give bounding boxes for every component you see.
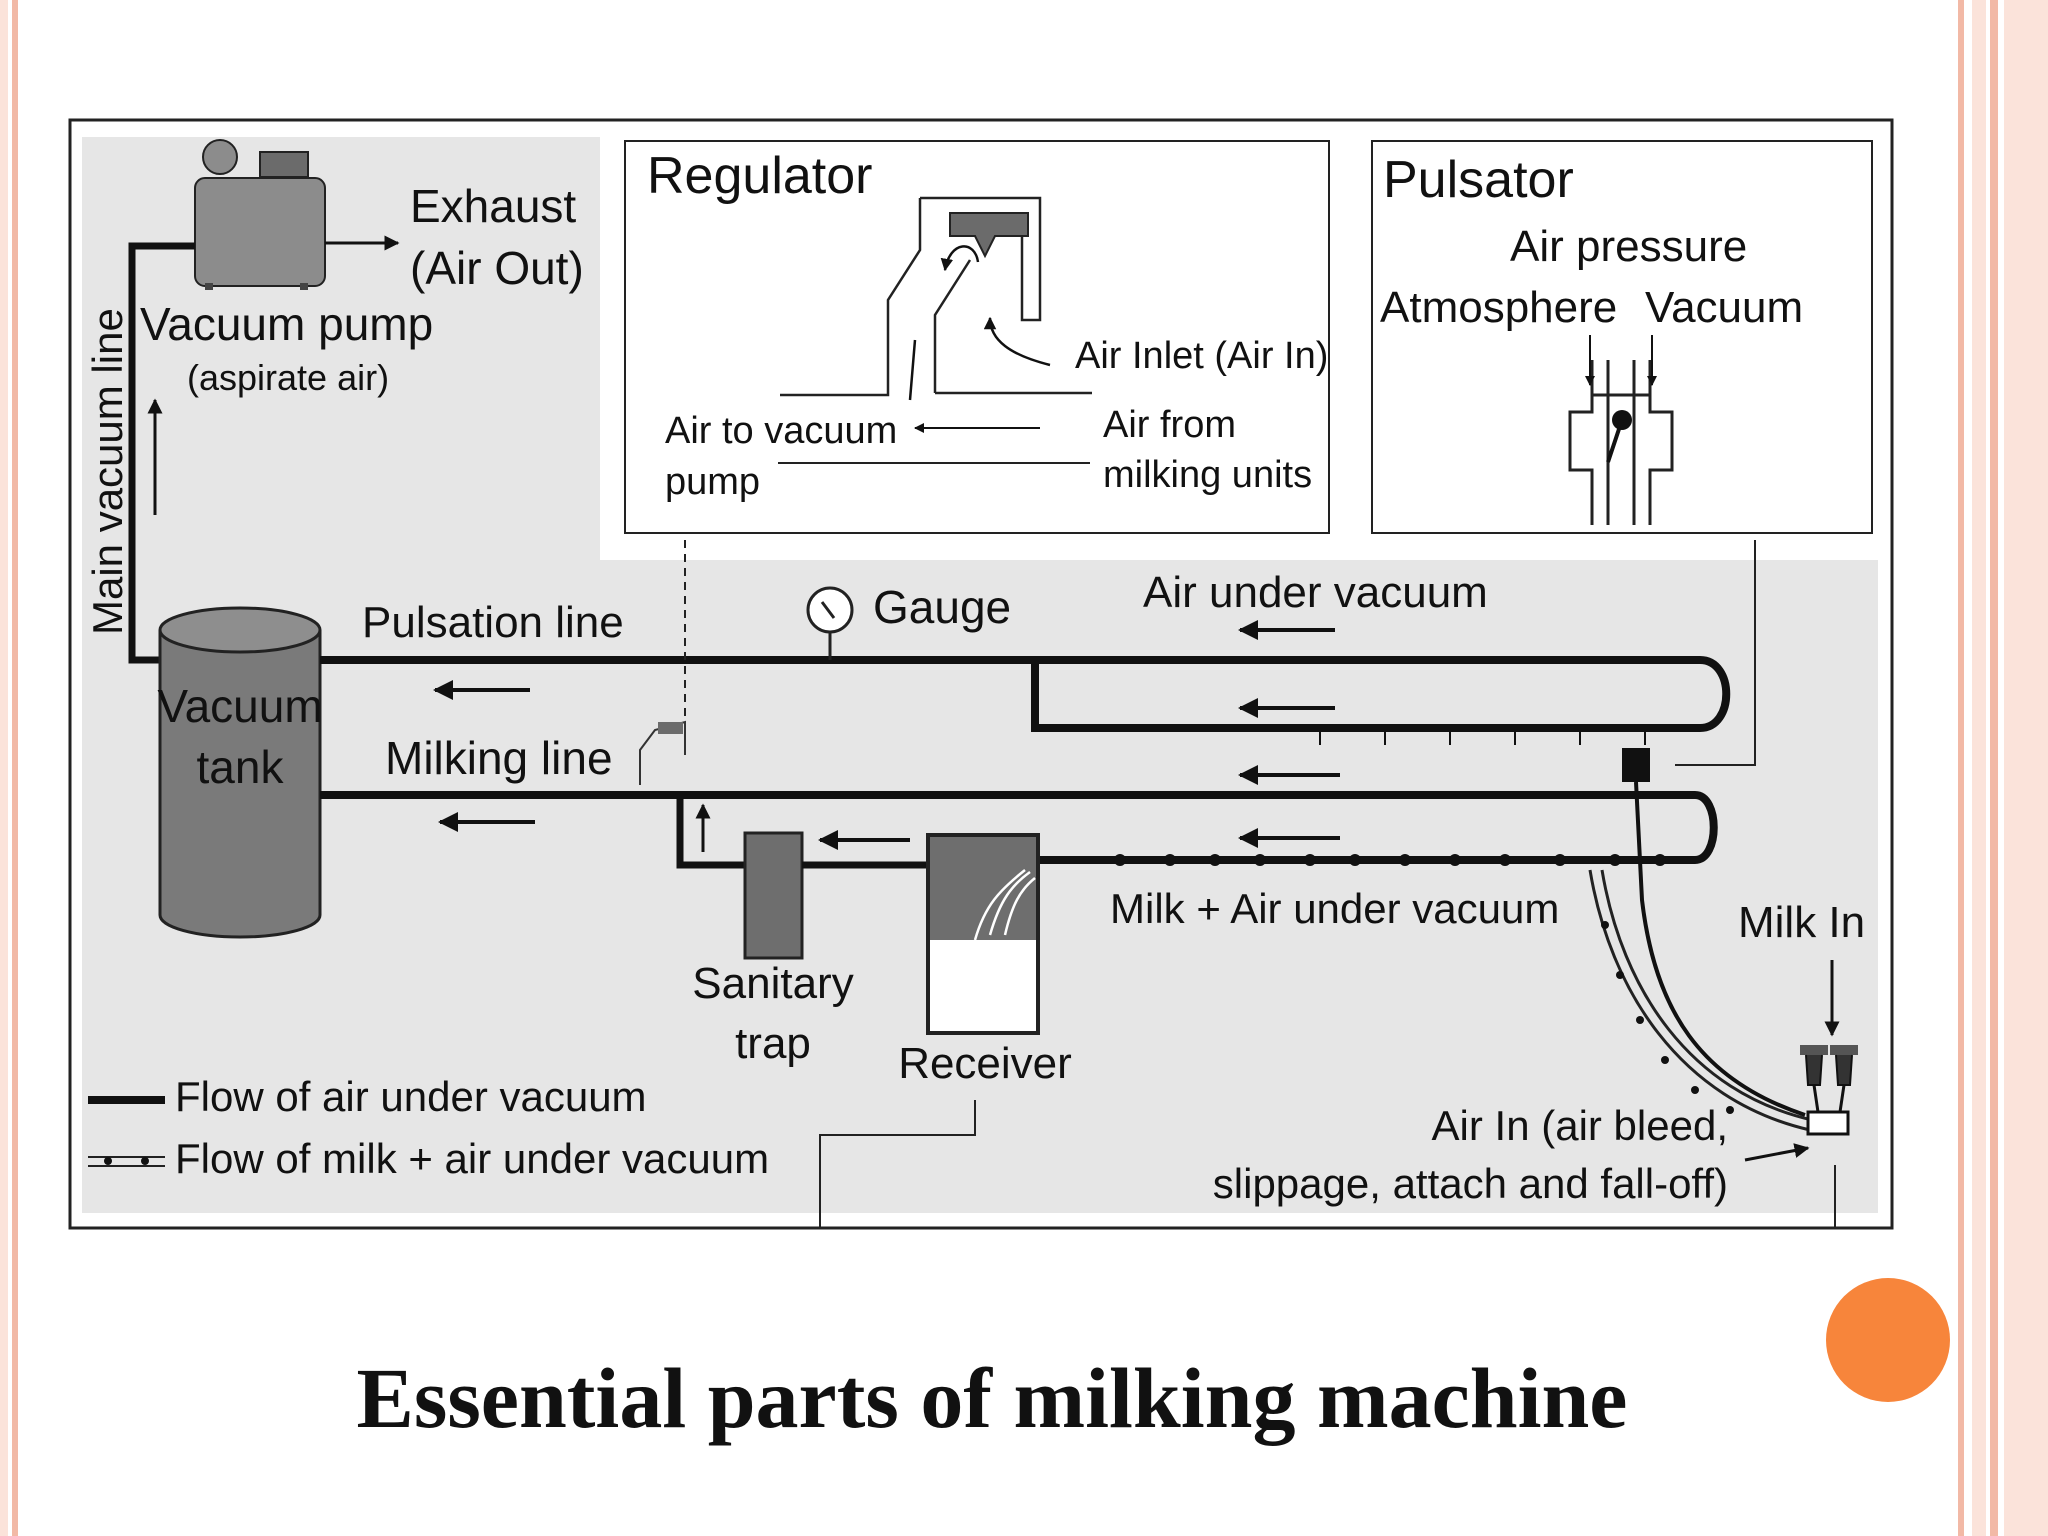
air-bleed-label-1: Air In (air bleed, xyxy=(1432,1102,1728,1149)
regulator-box: Regulator Air Inlet (Air In) Air to vacu… xyxy=(624,140,1330,534)
legend: Flow of air under vacuum Flow of milk + … xyxy=(88,1073,769,1182)
vacuum-pump-label: Vacuum pump xyxy=(140,298,433,350)
left-border xyxy=(0,0,18,1536)
right-border xyxy=(1958,0,2048,1536)
pulsation-line-label: Pulsation line xyxy=(362,598,624,647)
sanitary-trap-label-1: Sanitary xyxy=(692,959,853,1008)
slide-title: Essential parts of milking machine xyxy=(357,1350,1628,1446)
vacuum-pump-sub: (aspirate air) xyxy=(187,357,389,398)
receiver-label: Receiver xyxy=(898,1039,1072,1088)
pulsator-title: Pulsator xyxy=(1383,151,1574,209)
regulator-title: Regulator xyxy=(647,147,872,205)
receiver: Receiver xyxy=(819,833,1072,1228)
diagram: Regulator Air Inlet (Air In) Air to vacu… xyxy=(68,118,1894,1230)
sanitary-trap: Sanitary trap xyxy=(676,795,930,1068)
claw-assembly: Milk In Air In (air bleed, slippage, att… xyxy=(1213,540,1865,1228)
pulsation-line: Pulsation line Air under vacuum xyxy=(320,568,1731,745)
accent-circle xyxy=(1826,1278,1950,1402)
pulsator-atmosphere: Atmosphere xyxy=(1380,283,1617,332)
pump-panel xyxy=(82,137,600,560)
regulator-mini-icon xyxy=(639,540,686,785)
exhaust-label-2: (Air Out) xyxy=(410,242,584,294)
milking-line: Milking line Milk + Air under vacuum xyxy=(320,732,1718,932)
main-vacuum-line: Main vacuum line xyxy=(84,242,195,664)
pulsator-box: Pulsator Air pressure Atmosphere Vacuum xyxy=(1371,140,1873,534)
vacuum-tank-label-2: tank xyxy=(197,741,285,793)
regulator-air-to-pump-2: pump xyxy=(665,461,760,503)
milk-flow-dots xyxy=(1114,854,1666,866)
milk-in-label: Milk In xyxy=(1738,898,1865,947)
air-bleed-label-2: slippage, attach and fall-off) xyxy=(1213,1160,1728,1207)
pulsator-vacuum: Vacuum xyxy=(1645,283,1803,332)
milking-line-label: Milking line xyxy=(385,732,613,784)
legend-air-label: Flow of air under vacuum xyxy=(175,1073,647,1120)
gauge: Gauge xyxy=(806,581,1011,660)
regulator-air-to-pump-1: Air to vacuum xyxy=(665,410,897,452)
main-vacuum-line-label: Main vacuum line xyxy=(84,308,131,635)
regulator-air-from-2: milking units xyxy=(1103,454,1312,496)
sanitary-trap-label-2: trap xyxy=(735,1019,811,1068)
exhaust-label-1: Exhaust xyxy=(410,180,576,232)
vacuum-tank: Vacuum tank xyxy=(157,606,323,939)
pulsator-air-pressure: Air pressure xyxy=(1510,222,1747,271)
milk-air-label: Milk + Air under vacuum xyxy=(1110,885,1559,932)
legend-milk-label: Flow of milk + air under vacuum xyxy=(175,1135,769,1182)
regulator-air-inlet: Air Inlet (Air In) xyxy=(1075,335,1328,377)
regulator-air-from-1: Air from xyxy=(1103,404,1236,446)
vacuum-tank-label-1: Vacuum xyxy=(157,680,322,732)
gauge-label: Gauge xyxy=(873,581,1011,633)
vacuum-pump: Exhaust (Air Out) Vacuum pump (aspirate … xyxy=(140,139,584,398)
air-under-vacuum-label: Air under vacuum xyxy=(1143,568,1488,617)
